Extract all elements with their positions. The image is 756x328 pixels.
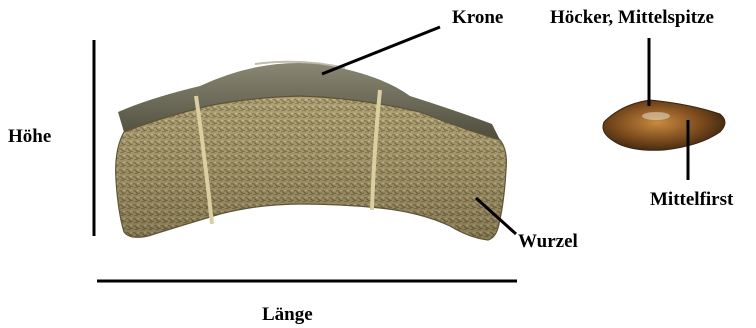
laenge-label: Länge	[262, 305, 313, 324]
hoehe-label: Höhe	[8, 127, 51, 146]
cusp-tooth-image	[603, 100, 725, 150]
wurzel-label: Wurzel	[518, 232, 578, 251]
fossil-tooth-image	[116, 62, 507, 240]
mittelfirst-label: Mittelfirst	[650, 190, 733, 209]
hoecker-label: Höcker, Mittelspitze	[550, 8, 714, 27]
krone-label: Krone	[452, 8, 503, 27]
krone-leader-line	[322, 27, 440, 74]
